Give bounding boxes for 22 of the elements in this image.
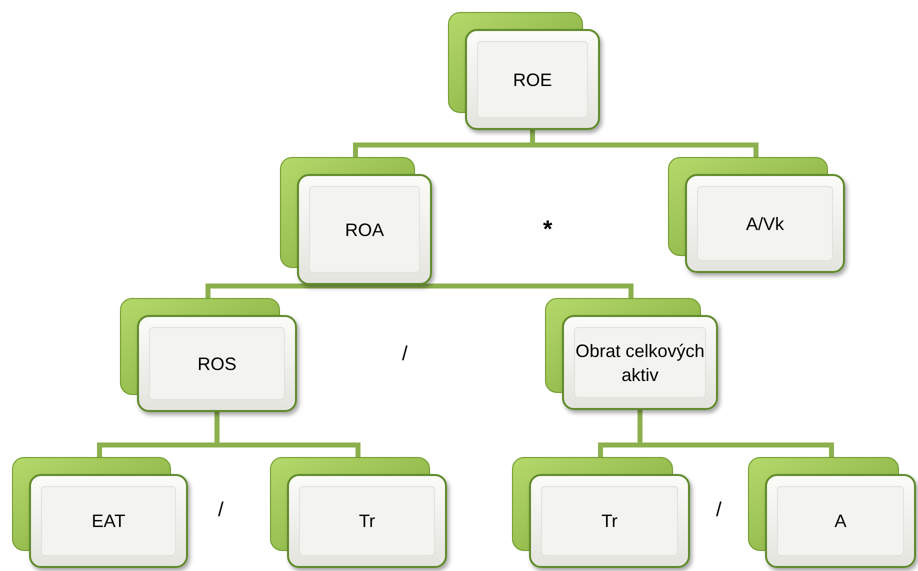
node-label: ROS [197,352,236,376]
node-label: A [834,510,846,533]
operator-label: / [716,498,722,523]
stacked-card [668,157,845,273]
node-label: A/Vk [746,212,784,236]
stacked-card [748,457,916,568]
node-label: Obrat celkových aktiv [574,340,706,386]
stacked-card [512,457,690,568]
node-label: Tr [601,510,618,533]
node-label: ROE [512,68,552,92]
stacked-card [120,298,297,412]
operator-label: / [218,498,224,523]
stacked-card [448,12,600,130]
operator-label: * [543,215,552,245]
node-label: Tr [358,510,376,533]
node-label: EAT [92,510,126,533]
stacked-card [12,457,188,568]
node-label: ROA [344,218,384,242]
stacked-card [270,457,447,568]
stacked-card [280,157,432,285]
stacked-card [545,298,718,410]
operator-label: / [402,342,408,367]
